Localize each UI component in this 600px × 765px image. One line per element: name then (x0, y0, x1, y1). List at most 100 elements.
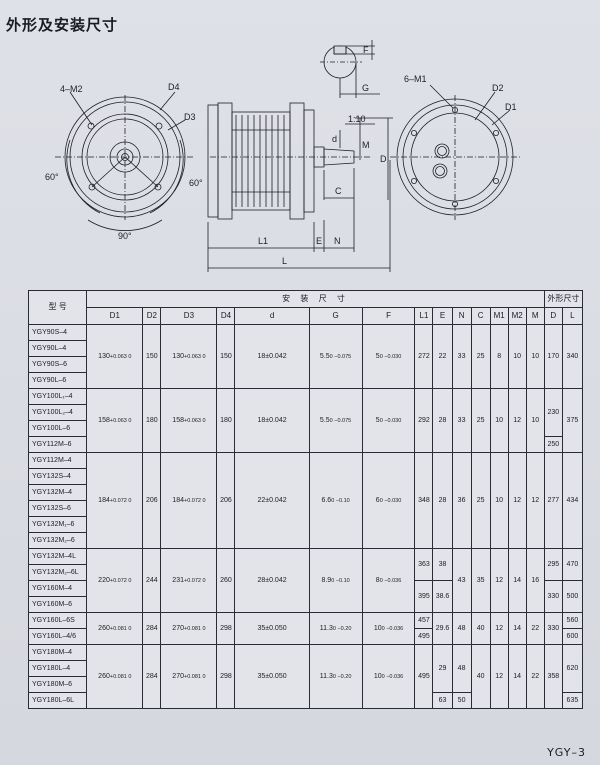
label-angle-60-right: 60° (189, 178, 203, 188)
table-row: YGY160L–4/6 495 600 (27, 628, 584, 645)
col-g: G (308, 307, 363, 325)
col-l1: L1 (414, 307, 434, 325)
f-value: 6 (375, 496, 380, 504)
model-cell: YGY132M–4L (27, 548, 88, 565)
side-view (207, 102, 393, 272)
page-title: 外形及安装尺寸 (6, 16, 119, 34)
d1-tolerance: +0.063 0 (109, 353, 132, 360)
keyway-detail (320, 40, 380, 98)
shaft-d-value: 22±0.042 (234, 452, 310, 549)
d1-value: 130 (98, 352, 110, 360)
model-cell: YGY160L–6S (27, 612, 88, 629)
outline-d-value: 330 (543, 580, 563, 613)
outline-d-value: 170 (543, 324, 563, 389)
n-value: 43 (451, 548, 472, 613)
c-value: 35 (470, 548, 491, 613)
d4-value: 260 (216, 548, 236, 613)
outline-l-value: 600 (561, 628, 584, 645)
n-value: 48 (451, 644, 472, 693)
shaft-d-value: 35±0.050 (234, 612, 310, 645)
g-tolerance: 0 −0.10 (331, 577, 350, 584)
g-tolerance: 0 −0.075 (329, 417, 352, 424)
label-taper: 1:10 (348, 114, 366, 124)
label-e: E (316, 236, 322, 246)
n-value: 33 (451, 388, 472, 453)
model-cell: YGY160L–4/6 (27, 628, 88, 645)
d2-value: 180 (142, 388, 162, 453)
c-value: 40 (470, 644, 491, 709)
front-view-left (55, 91, 195, 231)
outline-l-value: 560 (561, 612, 584, 629)
m1-value: 12 (489, 548, 509, 613)
model-cell: YGY180L–4 (27, 660, 88, 677)
d4-value: 180 (216, 388, 236, 453)
f-tolerance: 0 −0.036 (381, 673, 404, 680)
table-row: YGY160L–6S 260+0.081 0 284 270+0.081 0 2… (27, 612, 584, 645)
l1-value: 457 (414, 612, 434, 629)
e-value: 38 (432, 548, 453, 581)
d4-value: 298 (216, 644, 236, 709)
d1-value: 158 (98, 416, 110, 424)
model-cell: YGY132M₂–6L (27, 564, 88, 581)
m-value: 16 (525, 548, 545, 613)
d1-tolerance: +0.081 0 (109, 673, 132, 680)
label-d-small: d (332, 134, 337, 144)
label-f: F (363, 45, 369, 55)
model-cell: YGY180M–6 (27, 676, 88, 693)
outline-l-value: 434 (561, 452, 584, 549)
label-d1: D1 (505, 102, 517, 112)
table-row: YGY180L–4 (27, 660, 583, 677)
g-value: 5.5 (319, 416, 330, 424)
outline-d-value: 250 (543, 436, 563, 453)
model-cell: YGY100L–6 (27, 420, 88, 437)
c-value: 25 (470, 452, 491, 549)
col-n: N (451, 307, 472, 325)
table-row: YGY90S–4 130+0.063 0 150 130+0.063 0 150… (27, 324, 584, 389)
d1-value: 184 (98, 496, 110, 504)
g-tolerance: 0 −0.20 (332, 625, 352, 632)
d2-value: 206 (142, 452, 162, 549)
col-l: L (561, 307, 584, 325)
c-value: 40 (470, 612, 491, 645)
l1-value: 395 (414, 580, 434, 613)
model-cell: YGY132M₂–6 (27, 532, 88, 549)
shaft-d-value: 18±0.042 (234, 388, 310, 453)
e-value: 22 (432, 324, 453, 389)
outline-l-value: 500 (561, 580, 584, 613)
l1-value: 272 (414, 324, 434, 389)
col-c: C (470, 307, 491, 325)
n-value: 33 (451, 324, 472, 389)
table-row: YGY132M–4L 220+0.072 0 244 231+0.072 0 2… (27, 548, 584, 613)
col-e: E (432, 307, 453, 325)
m2-value: 12 (507, 388, 527, 453)
header-install: 安 装 尺 寸 (86, 290, 545, 308)
table-subheader-row: D1 D2 D3 D4 d G F L1 E N C M1 M2 M D L (29, 307, 584, 325)
model-cell: YGY132M₁–6 (27, 516, 88, 533)
n-value: 50 (451, 692, 472, 709)
f-tolerance: 0 −0.030 (379, 353, 402, 360)
model-cell: YGY112M–6 (27, 436, 88, 453)
l1-value: 495 (414, 628, 434, 645)
f-tolerance: 0 −0.030 (379, 417, 402, 424)
outline-l-value: 470 (561, 548, 584, 581)
g-value: 5.5 (319, 352, 330, 360)
label-m1: 6–M1 (404, 74, 427, 84)
g-value: 8.9 (321, 576, 332, 584)
label-m2: 4–M2 (60, 84, 83, 94)
model-cell: YGY180M–4 (27, 644, 88, 661)
d1-value: 260 (98, 624, 110, 632)
m2-value: 14 (507, 612, 527, 645)
e-value: 38.6 (432, 580, 453, 613)
d1-tolerance: +0.063 0 (109, 417, 132, 424)
page-footer: YGY–3 (547, 746, 586, 759)
d1-tolerance: +0.072 0 (109, 577, 132, 584)
m1-value: 10 (489, 388, 509, 453)
m-value: 12 (525, 452, 545, 549)
m2-value: 14 (507, 644, 527, 709)
outline-d-value: 330 (543, 612, 563, 645)
header-model: 型 号 (27, 290, 88, 325)
model-cell: YGY160M–4 (27, 580, 88, 597)
m1-value: 12 (489, 644, 509, 709)
d2-value: 284 (142, 612, 162, 645)
col-d4: D4 (216, 307, 236, 325)
